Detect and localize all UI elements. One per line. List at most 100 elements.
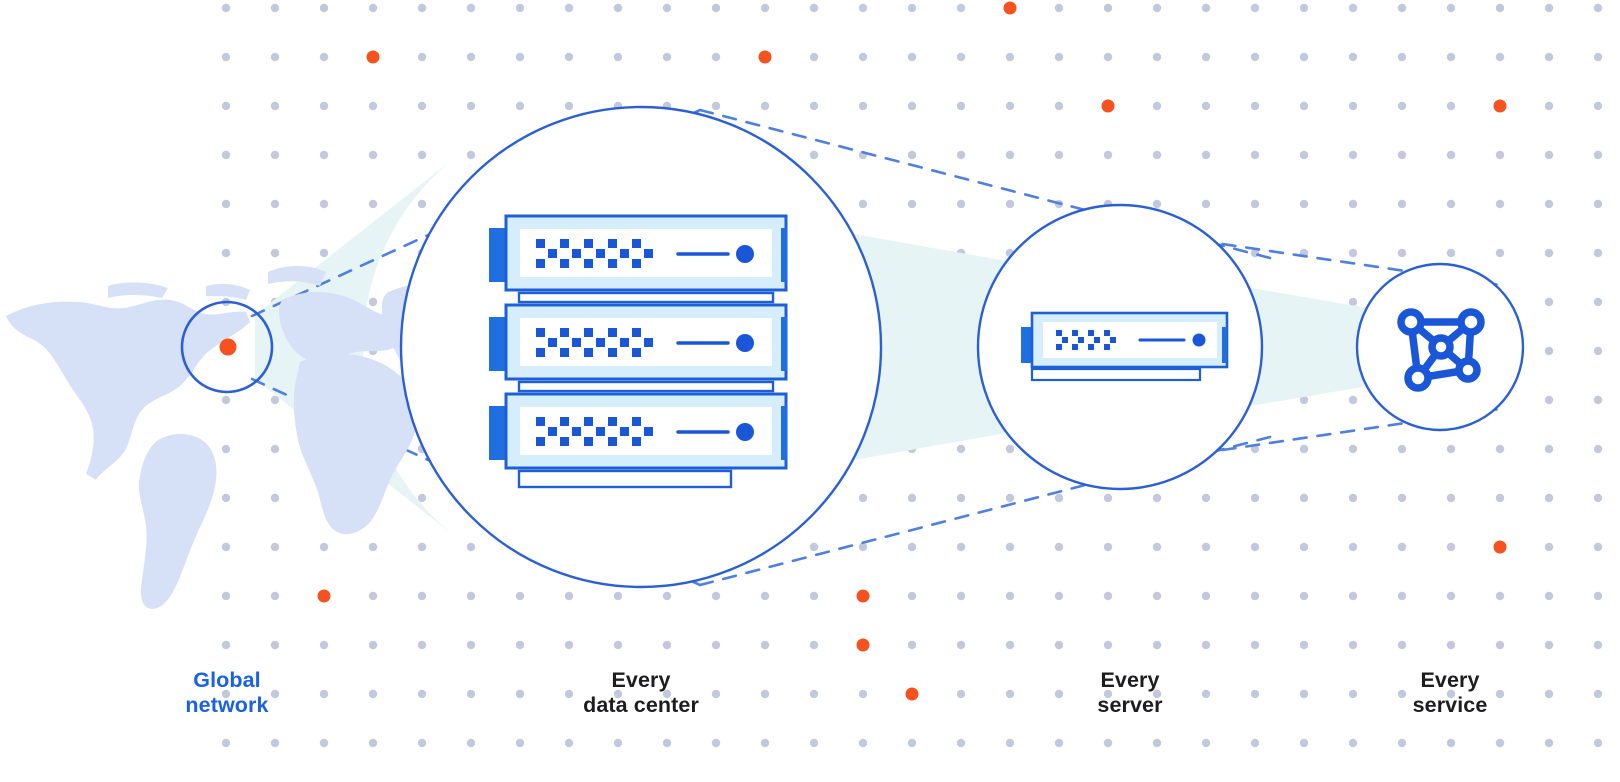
grid-dot [368, 3, 378, 13]
grid-dot [809, 591, 819, 601]
grid-dot [1152, 3, 1162, 13]
grid-dot [1446, 52, 1456, 62]
grid-dot [1054, 150, 1064, 160]
grid-dot [1054, 101, 1064, 111]
grid-dot [1152, 689, 1162, 699]
grid-dot [319, 738, 329, 748]
grid-dot [1593, 297, 1603, 307]
grid-dot [1495, 248, 1505, 258]
grid-dot [1544, 591, 1554, 601]
grid-dot [809, 640, 819, 650]
grid-dot [1103, 3, 1113, 13]
grid-dot [1299, 542, 1309, 552]
grid-dot [1054, 689, 1064, 699]
grid-dot [1348, 542, 1358, 552]
grid-dot [1348, 738, 1358, 748]
grid-dot [858, 689, 868, 699]
grid-dot [1495, 199, 1505, 209]
grid-dot [662, 738, 672, 748]
grid-dot [1593, 689, 1603, 699]
grid-dot [907, 591, 917, 601]
grid-dot [319, 52, 329, 62]
grid-dot [1397, 493, 1407, 503]
grid-dot [1152, 591, 1162, 601]
grid-dot [809, 101, 819, 111]
grid-dot [1593, 395, 1603, 405]
grid-dot [515, 591, 525, 601]
grid-dot [1250, 150, 1260, 160]
grid-dot [466, 738, 476, 748]
grid-dot [1201, 640, 1211, 650]
grid-dot [809, 542, 819, 552]
grid-dot [1005, 640, 1015, 650]
stage-label-server: Every server [1097, 668, 1163, 717]
grid-dot [1397, 640, 1407, 650]
grid-dot [368, 542, 378, 552]
grid-dot [368, 640, 378, 650]
server-unit-2 [489, 303, 788, 381]
grid-dot [1495, 444, 1505, 454]
grid-dot [711, 3, 721, 13]
grid-dot [1446, 150, 1456, 160]
grid-dot [466, 150, 476, 160]
grid-dot [1446, 591, 1456, 601]
grid-dot [956, 689, 966, 699]
grid-dot [1544, 689, 1554, 699]
grid-dot [1593, 444, 1603, 454]
network-node [1457, 308, 1485, 336]
grid-dot [1250, 493, 1260, 503]
grid-dot [1005, 52, 1015, 62]
grid-dot [417, 542, 427, 552]
grid-dot [1054, 52, 1064, 62]
grid-dot [270, 150, 280, 160]
grid-dot [270, 395, 280, 405]
grid-dot [1201, 150, 1211, 160]
grid-dot [1446, 199, 1456, 209]
grid-dot [809, 52, 819, 62]
grid-dot [613, 3, 623, 13]
grid-dot [1201, 493, 1211, 503]
grid-dot [1397, 591, 1407, 601]
location-dot-marker [219, 338, 237, 356]
grid-dot [1201, 689, 1211, 699]
grid-dot [368, 591, 378, 601]
grid-dot [1544, 52, 1554, 62]
grid-dot [1397, 248, 1407, 258]
stage-label-service: Every service [1412, 668, 1488, 717]
grid-dot-accent [317, 589, 331, 603]
grid-dot [1397, 150, 1407, 160]
grid-dot-accent [1101, 99, 1115, 113]
grid-dot [956, 150, 966, 160]
grid-dot [858, 52, 868, 62]
grid-dot [956, 542, 966, 552]
grid-dot [1544, 3, 1554, 13]
grid-dot [1544, 444, 1554, 454]
grid-dot [564, 689, 574, 699]
grid-dot [1593, 640, 1603, 650]
grid-dot [221, 444, 231, 454]
grid-dot [956, 738, 966, 748]
grid-dot [1397, 3, 1407, 13]
grid-dot [1348, 689, 1358, 699]
grid-dot [270, 248, 280, 258]
grid-dot [1005, 689, 1015, 699]
grid-dot-accent [1493, 540, 1507, 554]
grid-dot [1544, 542, 1554, 552]
grid-dot [466, 640, 476, 650]
grid-dot [1446, 101, 1456, 111]
grid-dot [564, 640, 574, 650]
grid-dot [1299, 52, 1309, 62]
network-node [1397, 308, 1425, 336]
grid-dot [1544, 150, 1554, 160]
grid-dot [270, 101, 280, 111]
grid-dot [1103, 52, 1113, 62]
grid-dot [1152, 542, 1162, 552]
grid-dot [1348, 591, 1358, 601]
grid-dot [1152, 52, 1162, 62]
grid-dot [1250, 101, 1260, 111]
grid-dot [1593, 150, 1603, 160]
grid-dot [515, 3, 525, 13]
grid-dot [1446, 640, 1456, 650]
grid-dot [1152, 199, 1162, 209]
